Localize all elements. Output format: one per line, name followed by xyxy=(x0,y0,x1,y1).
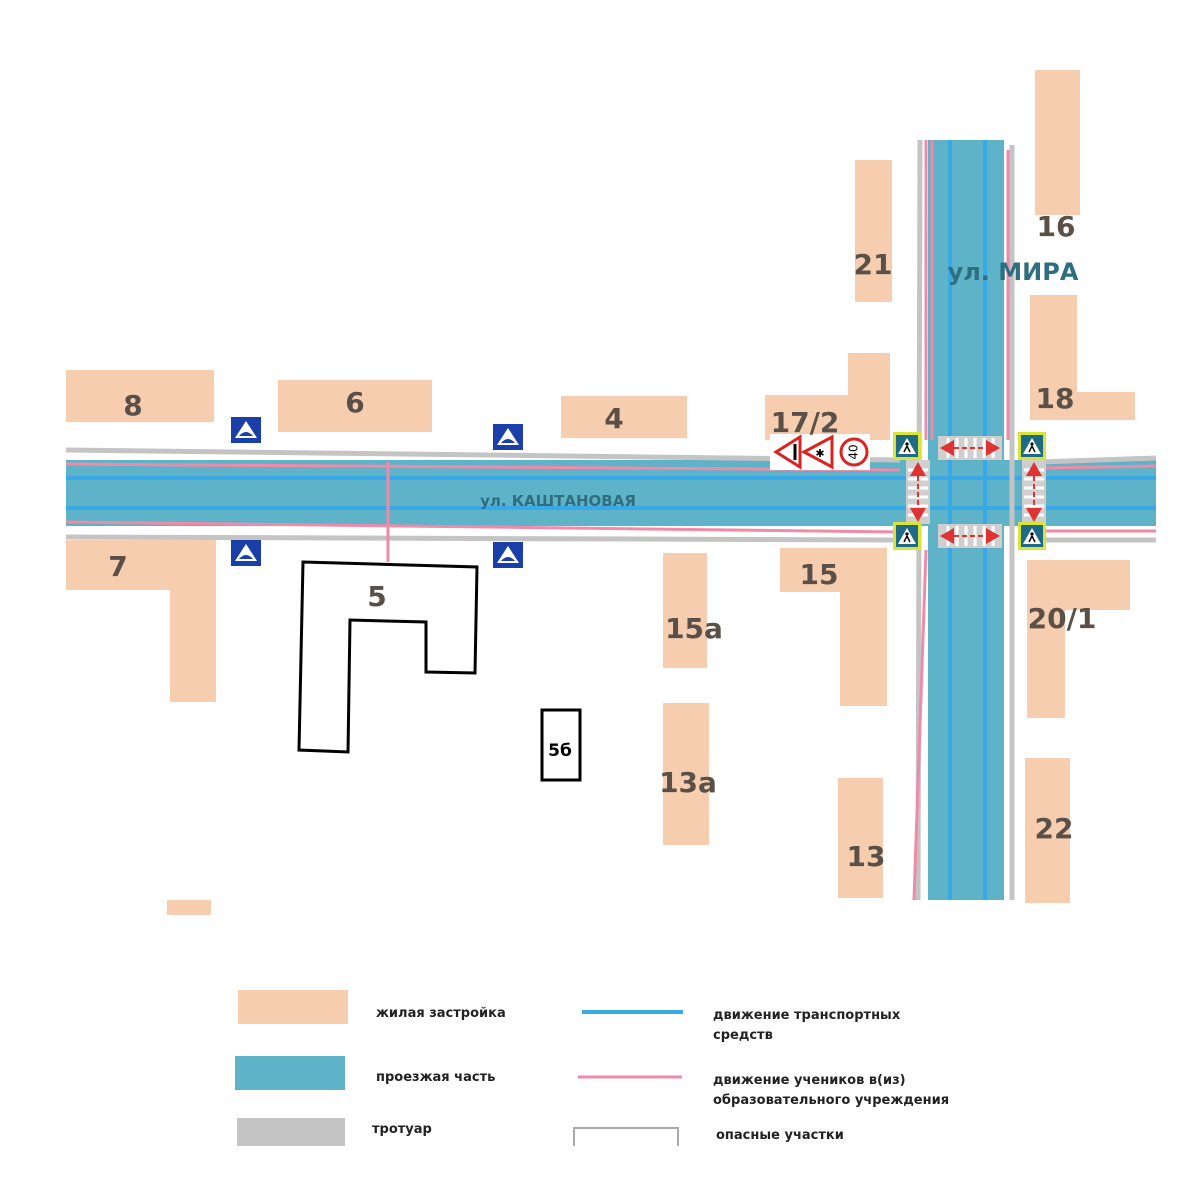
speed-bump-sign-icon xyxy=(493,424,523,450)
speed-limit-value: 40 xyxy=(847,444,861,459)
crosswalk-south xyxy=(936,522,1004,550)
pupil-paths xyxy=(65,140,1157,901)
legend-danger-outline xyxy=(573,1127,679,1146)
building-label: 15 xyxy=(800,558,839,591)
speed-bump-sign-icon xyxy=(231,540,261,566)
legend-danger-zones: опасные участки xyxy=(716,1128,844,1143)
school-outline xyxy=(297,560,582,782)
legend-swatch-residential xyxy=(238,990,348,1024)
roadway xyxy=(66,140,1156,900)
crosswalk-west xyxy=(904,458,932,526)
legend-roadway: проезжая часть xyxy=(376,1070,496,1085)
legend-swatch-sidewalk xyxy=(237,1118,345,1146)
school-label: 5 xyxy=(367,580,386,613)
school-children-warning-sign-icon xyxy=(800,434,834,470)
building-label: 20/1 xyxy=(1028,602,1097,635)
building-label: 22 xyxy=(1035,812,1074,845)
legend-residential: жилая застройка xyxy=(376,1006,506,1021)
residential-buildings xyxy=(66,70,1135,915)
building-label: 7 xyxy=(108,550,127,583)
building-label: 16 xyxy=(1037,210,1076,243)
crosswalk-north xyxy=(936,434,1004,462)
speed-bump-sign-icon xyxy=(493,542,523,568)
building-label: 4 xyxy=(604,402,623,435)
building-label: 6 xyxy=(345,386,364,419)
street-label-kashtanovaya: ул. КАШТАНОВАЯ xyxy=(480,492,636,510)
building-label: 13 xyxy=(847,840,886,873)
pedestrian-crossing-sign-icon xyxy=(892,521,922,551)
pedestrian-crossing-sign-icon xyxy=(1017,431,1047,461)
legend-vehicle-traffic: движение транспортных средств xyxy=(713,1008,901,1043)
building-label: 21 xyxy=(854,248,893,281)
crosswalk-east xyxy=(1020,458,1048,526)
building-label: 13а xyxy=(659,766,717,799)
school-annex-label: 5б xyxy=(548,741,572,761)
speed-limit-sign-icon xyxy=(839,437,869,467)
building-label: 15а xyxy=(665,612,723,645)
building-label: 18 xyxy=(1036,382,1075,415)
pedestrian-crossing-sign-icon xyxy=(1017,521,1047,551)
building-label: 17/2 xyxy=(771,406,840,439)
legend-swatch-roadway xyxy=(235,1056,345,1090)
legend-pupil-traffic: движение учеников в(из) образовательного… xyxy=(713,1073,950,1108)
pedestrian-crossing-sign-icon xyxy=(892,431,922,461)
street-label-mira: ул. МИРА xyxy=(948,258,1079,286)
building-label: 8 xyxy=(123,389,142,422)
speed-bump-sign-icon xyxy=(231,417,261,443)
svg-text:✱: ✱ xyxy=(815,447,824,460)
legend-sidewalk: тротуар xyxy=(372,1122,432,1137)
